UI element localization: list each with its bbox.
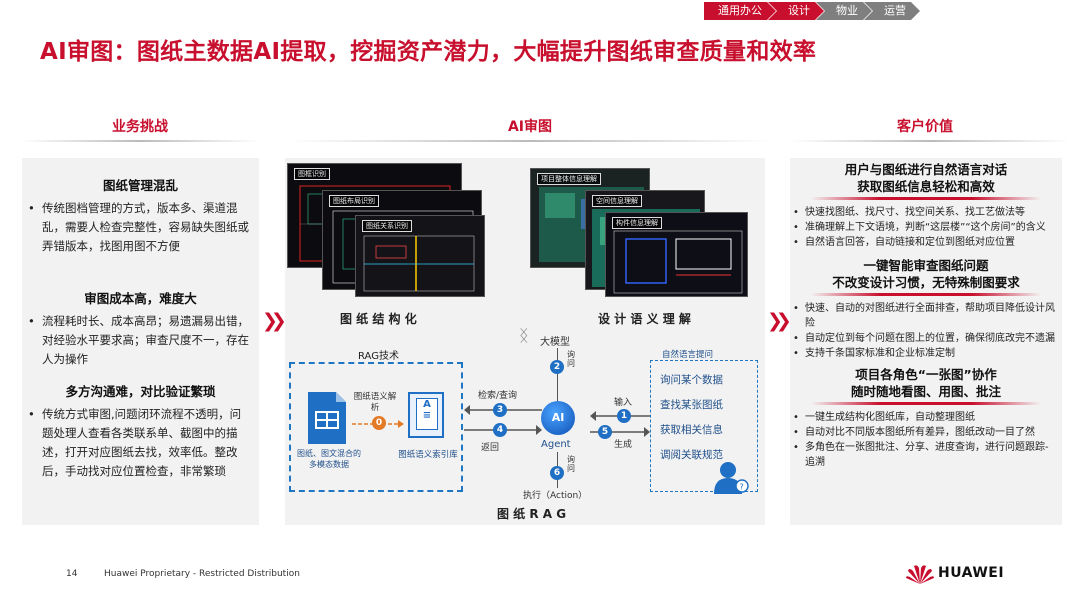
index-caption: 图纸语义索引库 [398, 450, 458, 460]
svg-text:?: ? [740, 483, 744, 492]
shot-label: 构件信息理解 [612, 217, 662, 229]
rag-tech-title: RAG技术 [358, 351, 399, 362]
challenge-title-1: 图纸管理混乱 [102, 178, 178, 193]
value-item: 一键生成结构化图纸库，自动整理图纸 [792, 410, 1056, 425]
nl-question-title: 自然语言提问 [662, 350, 714, 360]
value-item: 快速找图纸、找尺寸、找空间关系、找工艺做法等 [792, 205, 1056, 220]
nl-question-box [650, 360, 758, 492]
step-badge-4: 4 [493, 423, 507, 437]
generate-label: 生成 [614, 440, 633, 450]
challenge-title-2: 审图成本高，难度大 [84, 291, 197, 306]
page-number: 14 [66, 569, 78, 579]
label-semantic: 设 计 语 义 理 解 [598, 312, 691, 326]
nav-tab-office[interactable]: 通用办公 [704, 2, 776, 20]
heading-ai-review: AI审图 [507, 119, 553, 135]
value-title-2b: 不改变设计习惯，无特殊制图要求 [832, 275, 1020, 290]
value-title-1b: 获取图纸信息轻松和高效 [857, 179, 995, 194]
query-item: 获取相关信息 [660, 424, 723, 436]
red-underline [811, 402, 1041, 405]
red-underline [811, 293, 1041, 296]
drawing-screenshot-relation: 图纸关系识别 [355, 215, 485, 297]
step-badge-3: 3 [493, 403, 507, 417]
label-rag: 图 纸 R A G [497, 507, 567, 521]
shot-label: 项目整体信息理解 [537, 173, 601, 185]
value-item: 支持千条国家标准和企业标准定制 [792, 346, 1056, 361]
agent-label: Agent [541, 439, 571, 450]
query-list: 询问某个数据 查找某张图纸 获取相关信息 调阅关联规范 [660, 368, 723, 468]
section-nav: 通用办公 设计 物业 运营 [704, 2, 920, 20]
big-model-icon: ᛝ [519, 326, 529, 345]
rag-box [289, 362, 463, 492]
query-item: 调阅关联规范 [660, 449, 723, 461]
heading-challenges: 业务挑战 [112, 119, 168, 135]
floorplan-image [613, 230, 743, 294]
step-badge-2: 2 [550, 360, 564, 374]
shot-label: 图纸布局识别 [329, 195, 379, 207]
query-item: 询问某个数据 [660, 374, 723, 386]
value-item: 自动对比不同版本图纸所有差异，图纸改动一目了然 [792, 425, 1056, 440]
shot-label: 图框识别 [294, 168, 330, 180]
nav-tab-design[interactable]: 设计 [768, 2, 824, 20]
heading-divider [790, 140, 1070, 142]
heading-divider [290, 140, 770, 142]
page-title: AI审图：图纸主数据AI提取，挖掘资产潜力，大幅提升图纸审查质量和效率 [40, 39, 817, 65]
retrieve-label: 检索/查询 [478, 391, 518, 401]
heading-value: 客户价值 [897, 119, 953, 135]
semantic-index-icon: A≡ [408, 392, 444, 438]
red-underline [811, 197, 1041, 200]
arrow-vertical-icon [557, 348, 558, 402]
value-item: 自动定位到每个问题在图上的位置，确保彻底改完不遗漏 [792, 331, 1056, 346]
value-item: 自然语言回答，自动链接和定位到图纸对应位置 [792, 235, 1056, 250]
agent-icon: AI [541, 401, 575, 435]
return-label: 返回 [481, 443, 500, 453]
value-item: 多角色在一张图批注、分享、进度查询，进行问题跟踪-追溯 [792, 440, 1056, 470]
heading-divider [20, 140, 260, 142]
value-title-3a: 项目各角色“一张图”协作 [855, 367, 997, 382]
query-item: 查找某张图纸 [660, 399, 723, 411]
input-label: 输入 [614, 398, 633, 408]
challenge-text-1: 传统图档管理的方式，版本多、渠道混乱，需要人检查完整性，容易缺失图纸或弄错版本，… [26, 199, 251, 256]
value-item: 准确理解上下文语境，判断“这层楼”“这个房间”的含义 [792, 220, 1056, 235]
ask-label-top: 询问 [567, 350, 575, 368]
step-badge-6: 6 [550, 466, 564, 480]
text-file-icon: A≡ [416, 398, 438, 430]
huawei-logo-icon [906, 565, 934, 584]
semantic-parse-label: 图纸语义解析 [353, 392, 397, 413]
arrow-right-icon: ❯❯ [767, 310, 792, 332]
value-title-1a: 用户与图纸进行自然语言对话 [844, 162, 1008, 177]
challenge-title-3: 多方沟通难，对比验证繁琐 [65, 384, 216, 399]
label-structuring: 图 纸 结 构 化 [340, 312, 417, 326]
step-badge-0: 0 [372, 416, 386, 430]
cad-drawing-image [363, 235, 475, 292]
step-badge-5: 5 [598, 425, 612, 439]
nav-tab-property[interactable]: 物业 [816, 2, 872, 20]
doc-caption: 图纸、图文混合的多模态数据 [297, 449, 361, 469]
nav-tab-operation[interactable]: 运营 [864, 2, 920, 20]
brand-name: HUAWEI [938, 565, 1005, 581]
value-title-2a: 一键智能审查图纸问题 [863, 258, 989, 273]
document-icon [308, 392, 346, 444]
action-label: 执行（Action） [523, 491, 588, 501]
step-badge-1: 1 [617, 409, 631, 423]
value-panel: 用户与图纸进行自然语言对话 获取图纸信息轻松和高效 快速找图纸、找尺寸、找空间关… [790, 158, 1062, 525]
semantic-screenshot-component: 构件信息理解 [605, 212, 748, 297]
value-item: 快速、自动的对图纸进行全面排查，帮助项目降低设计风险 [792, 301, 1056, 331]
shot-label: 图纸关系识别 [362, 220, 412, 232]
user-question-icon: ? [714, 462, 749, 494]
challenge-text-2: 流程耗时长、成本高昂；易遗漏易出错，对经验水平要求高；审查尺度不一，存在人为操作 [26, 312, 251, 369]
footer-text: Huawei Proprietary - Restricted Distribu… [104, 569, 300, 579]
challenge-text-3: 传统方式审图,问题闭环流程不透明，问题处理人查看各类联系单、截图中的描述，打开对… [26, 405, 251, 481]
value-title-3b: 随时随地看图、用图、批注 [850, 384, 1001, 399]
ask-label-bottom: 询问 [567, 455, 575, 473]
arrow-right-icon: ❯❯ [262, 310, 287, 332]
shot-label: 空间信息理解 [592, 195, 642, 207]
arrow-parse-icon [352, 420, 404, 428]
challenges-panel: 图纸管理混乱 传统图档管理的方式，版本多、渠道混乱，需要人检查完整性，容易缺失图… [22, 158, 259, 525]
big-model-label: 大模型 [540, 337, 570, 348]
